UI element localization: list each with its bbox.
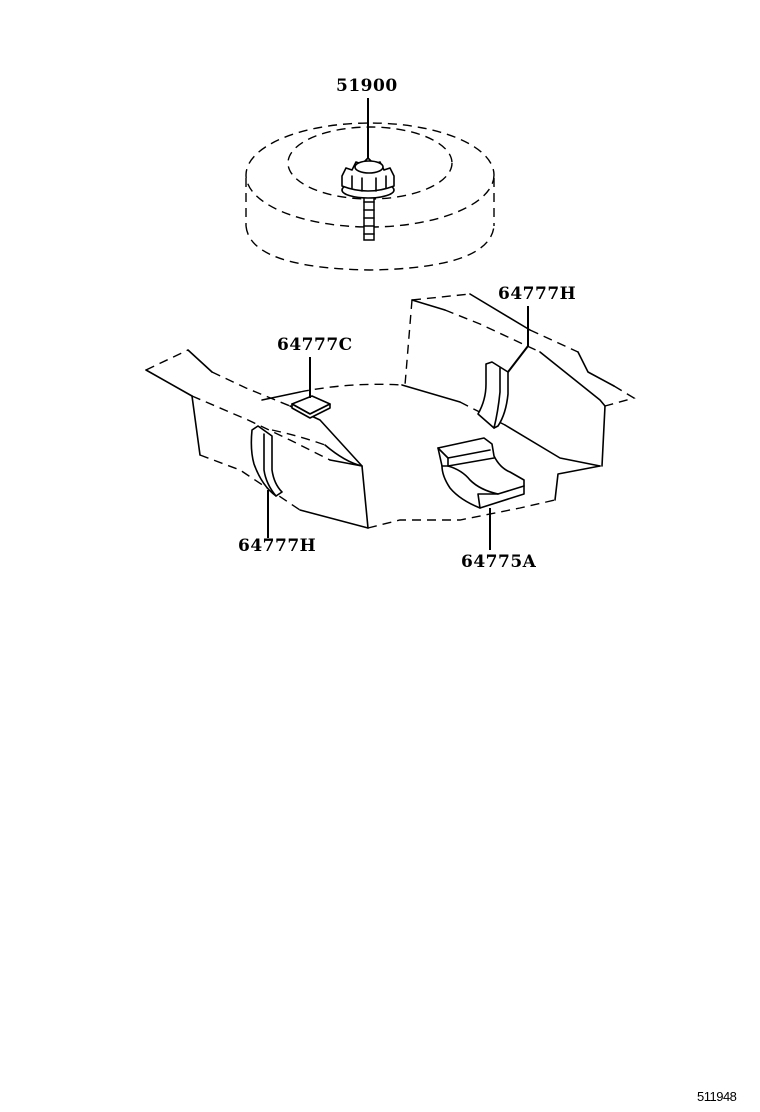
- callout-64777H-right: 64777H: [498, 284, 577, 304]
- callout-51900: 51900: [336, 76, 398, 96]
- diagram-id: 511948: [697, 1089, 737, 1104]
- callout-64775A: 64775A: [461, 552, 537, 572]
- part-64777H-right-spacer: [477, 361, 509, 429]
- part-64777H-left-spacer: [250, 425, 283, 497]
- part-64777C-pad: [291, 395, 331, 419]
- luggage-floor-illustration: [145, 293, 636, 529]
- part-64775A-block: [437, 437, 525, 509]
- spare-tire-illustration: [245, 122, 495, 271]
- callout-64777H-left: 64777H: [238, 536, 317, 556]
- callout-64777C: 64777C: [277, 335, 353, 355]
- leader-64777H-right-d: [507, 345, 529, 373]
